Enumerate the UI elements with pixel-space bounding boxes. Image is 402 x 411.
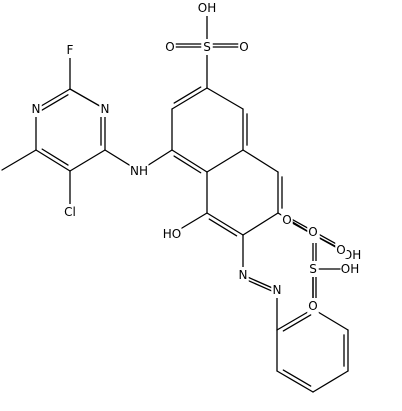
double-bond-inner [173,155,202,174]
single-bond [312,308,349,331]
oxygen-label: O [165,40,174,54]
single-bond [206,212,244,236]
double-bond-inner [282,314,312,332]
single-bond [1,149,37,171]
double-bond-inner [173,86,202,104]
azo-nitrogen-label: N [273,283,282,297]
single-bond [242,212,279,236]
sulfur-label-background [307,261,319,277]
fluorine-label: F [67,43,74,57]
single-bond [69,88,106,110]
single-bond [171,87,208,110]
hydroxyl-label: HO [163,227,181,241]
single-bond [206,149,244,173]
amine-label-background [129,163,149,179]
fluorine-label-background [64,42,76,58]
bond-lines [1,7,353,393]
chlorine-label-background [60,204,80,220]
sulfonic-oh-label: OH [341,262,359,276]
chlorine-label: Cl [64,205,76,219]
single-bond [276,370,314,393]
oxygen-label-background [307,224,319,240]
double-bond-inner [41,94,69,111]
single-bond [206,87,244,110]
sulfonic-oh-label-background [342,247,362,263]
oxygen-label: O [308,299,317,313]
double-bond-inner [245,278,273,292]
oxygen-label-background [307,298,319,314]
hydroxyl-label-background [162,226,182,242]
azo-nitrogen-label-background [237,267,249,283]
oxygen-label-background [281,212,293,228]
single-bond [312,370,349,393]
oxygen-label: O [282,213,291,227]
oxygen-label: O [336,243,345,257]
oxygen-label-background [164,39,176,55]
oxygen-label-background [335,242,347,258]
oxygen-label: O [308,225,317,239]
sulfonic-oh-label-background [197,0,217,16]
double-bond-inner [208,218,238,237]
ring-nitrogen-label: N [32,102,41,116]
azo-nitrogen-label: N [239,268,248,282]
double-bond-inner [41,148,69,166]
single-bond [35,149,71,172]
sulfonic-oh-label-background [340,261,360,277]
single-bond [276,308,314,331]
single-bond [242,149,279,173]
sulfonic-oh-label: OH [343,248,361,262]
single-bond [69,149,106,172]
ring-nitrogen-label-background [30,101,42,117]
oxygen-label-background [238,39,250,55]
oxygen-label: O [239,40,248,54]
azo-nitrogen-label-background [271,282,283,298]
ring-nitrogen-label: N [101,102,110,116]
amine-label: NH [130,164,148,178]
double-bond-inner [282,369,312,387]
atom-labels: OHSOOOHSOOOHSOOHONHNNFClNN [30,0,362,314]
sulfur-label-background [201,39,213,55]
sulfonic-oh-label: OH [198,1,216,15]
ring-nitrogen-label-background [99,101,111,117]
sulfur-label: S [203,40,211,54]
single-bond [171,149,208,173]
sulfur-label: S [309,262,317,276]
